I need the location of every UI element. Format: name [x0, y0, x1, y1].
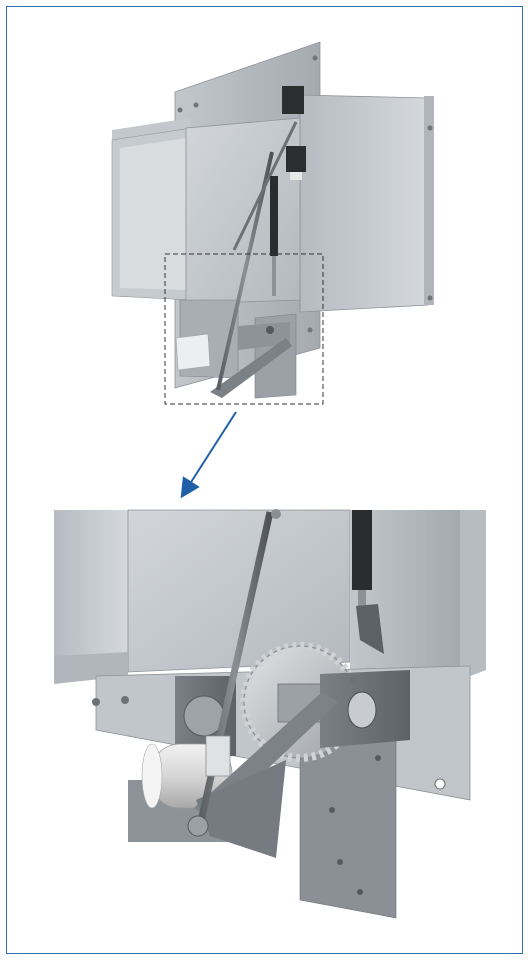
detail-view	[54, 509, 486, 919]
bolt	[427, 295, 433, 301]
lower-bracket	[238, 322, 290, 350]
right-duct-side	[299, 94, 429, 313]
bolt	[177, 107, 183, 113]
zoom-region-box	[164, 253, 324, 405]
bolt	[193, 102, 199, 108]
right-rim	[424, 96, 434, 305]
rod-top-pivot	[271, 509, 281, 519]
detail-right-rim	[460, 510, 486, 680]
limit-switch-top	[282, 86, 304, 114]
detail-gas-spring	[352, 510, 372, 590]
bolt	[350, 676, 358, 684]
lever-arm	[210, 338, 292, 398]
bolt	[92, 698, 100, 706]
gas-spring-rod	[272, 256, 276, 296]
detail-gas-spring-rod	[358, 590, 366, 608]
mount-hole	[434, 778, 446, 790]
rod-pivot	[187, 815, 209, 837]
shaft-hole	[266, 326, 274, 334]
left-duct-opening	[120, 138, 186, 290]
overview-view	[111, 41, 434, 405]
damper-front-face	[185, 117, 301, 305]
left-duct-top	[112, 118, 192, 140]
bolt	[329, 807, 335, 813]
gas-spring	[270, 176, 278, 256]
upper-link	[232, 121, 298, 251]
motor-end-cap	[141, 743, 163, 809]
rod-clamp	[205, 735, 231, 777]
limit-switch-bottom	[286, 146, 306, 172]
bolt	[357, 889, 363, 895]
bolt	[121, 696, 129, 704]
bolt	[312, 55, 318, 61]
bearing-right	[347, 691, 377, 729]
detail-lever-lower	[196, 760, 286, 858]
zoom-arrow	[180, 411, 237, 499]
actuator-box	[175, 333, 211, 371]
bolt	[307, 327, 313, 333]
bolt	[427, 125, 433, 131]
bolt	[337, 859, 343, 865]
spring-bracket	[356, 604, 384, 654]
detail-duct-face	[54, 510, 128, 676]
bolt	[375, 755, 381, 761]
switch-cap	[290, 172, 302, 180]
